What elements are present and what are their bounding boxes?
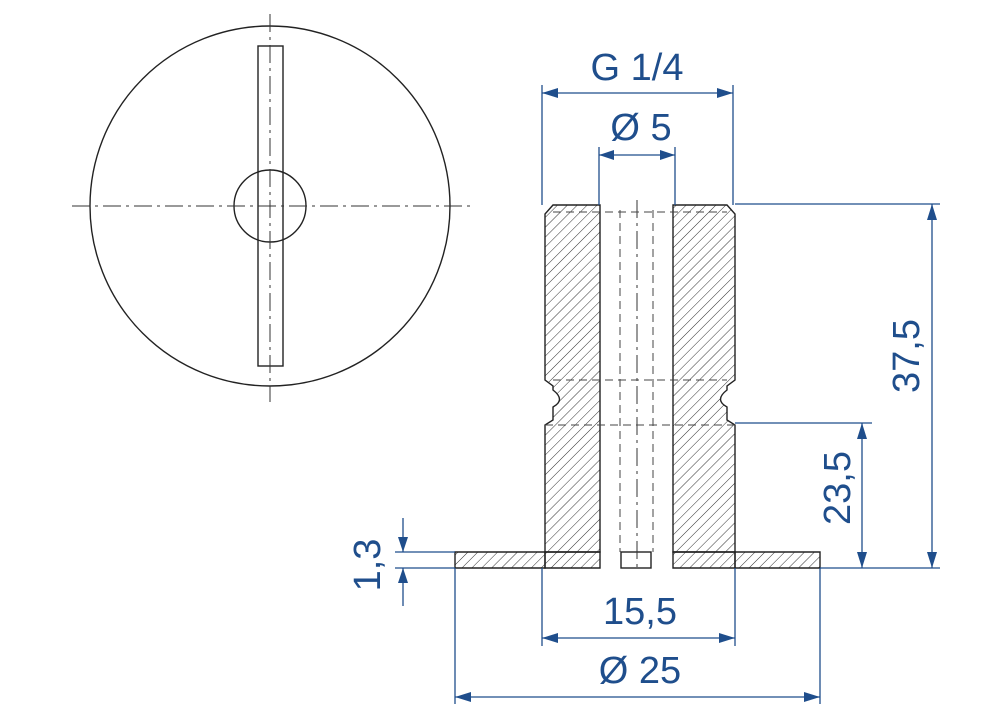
dim-total-height: 37,5 <box>735 203 940 569</box>
dimensions: G 1/4 Ø 5 37,5 23,5 <box>347 47 940 704</box>
dim-body-diameter-label: 15,5 <box>603 591 677 633</box>
dim-thread-label: G 1/4 <box>591 47 684 89</box>
dim-flange-thickness-label: 1,3 <box>347 539 389 592</box>
dim-flange-diameter: Ø 25 <box>454 568 821 704</box>
body-left-wall <box>544 204 601 553</box>
dim-bore-label: Ø 5 <box>610 107 671 149</box>
flange-section <box>454 551 546 569</box>
dim-total-height-label: 37,5 <box>886 319 928 393</box>
flange-section-center-right <box>672 551 736 569</box>
dim-flange-thickness: 1,3 <box>347 518 455 606</box>
body-right-wall <box>672 204 736 553</box>
dim-flange-diameter-label: Ø 25 <box>599 650 681 692</box>
top-view <box>72 14 470 402</box>
dim-body-diameter: 15,5 <box>541 568 736 646</box>
flange-center-notch <box>620 551 652 569</box>
dim-lower-height-label: 23,5 <box>817 451 859 525</box>
dim-lower-height: 23,5 <box>735 422 872 568</box>
flange-section-center-left <box>544 551 601 569</box>
section-view <box>454 200 821 572</box>
flange-section-right <box>734 551 821 569</box>
dim-bore: Ø 5 <box>598 107 676 205</box>
dim-thread: G 1/4 <box>541 47 734 205</box>
